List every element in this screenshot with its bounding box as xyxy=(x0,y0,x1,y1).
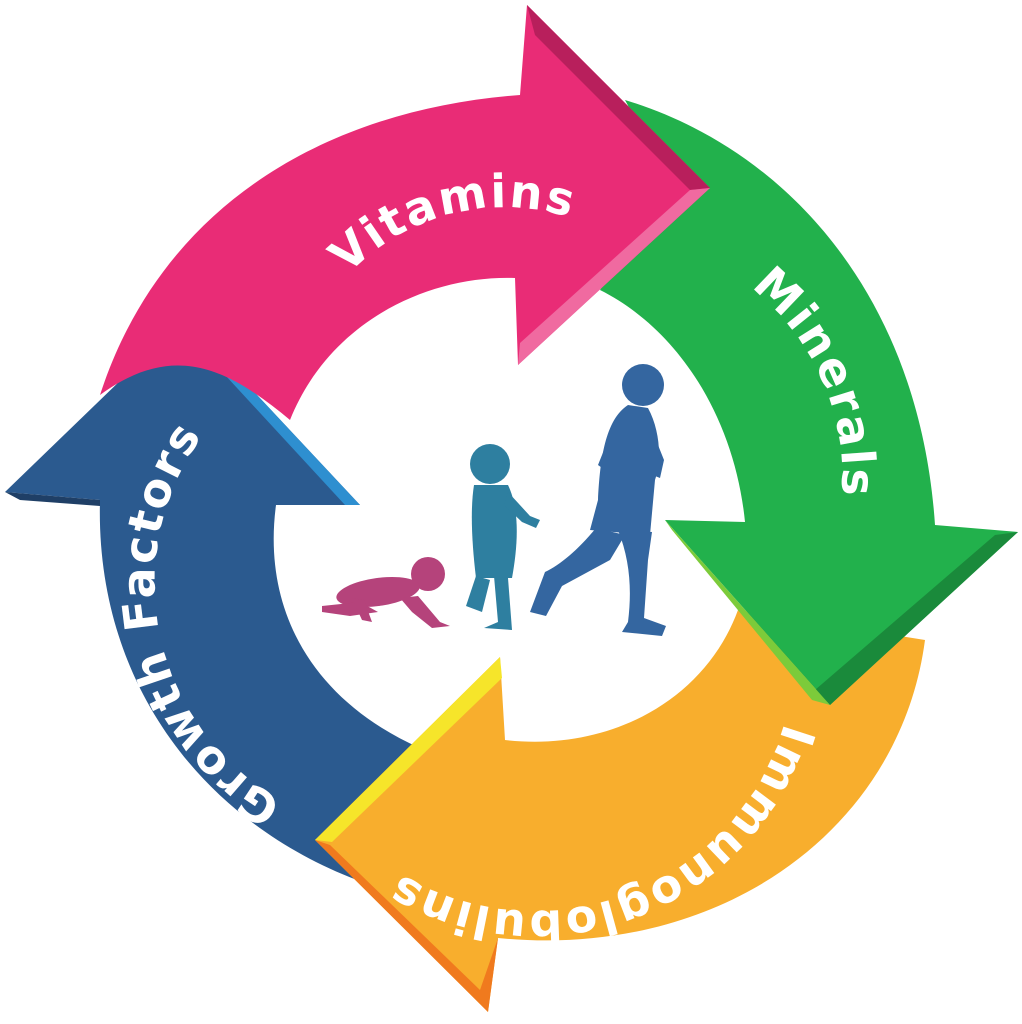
vitamins-arrow xyxy=(100,5,710,420)
minerals-arrow-bevel xyxy=(665,520,830,705)
immunoglobulins-arrow-shade xyxy=(315,840,498,1012)
immunoglobulins-arrow xyxy=(315,610,925,1012)
vitamins-arrow-bevel xyxy=(518,188,710,365)
minerals-arrow-body xyxy=(600,100,1018,705)
vitamins-arrow-shade xyxy=(527,5,710,190)
running-adult-silhouette xyxy=(530,364,666,636)
immunoglobulins-arrow-bevel xyxy=(315,657,502,842)
growth-factors-arrow-shade xyxy=(5,492,100,506)
minerals-arrow xyxy=(600,100,1018,705)
minerals-arrow-shade xyxy=(815,532,1018,705)
crawling-baby-silhouette xyxy=(322,557,450,628)
toddler-silhouette xyxy=(466,444,540,630)
